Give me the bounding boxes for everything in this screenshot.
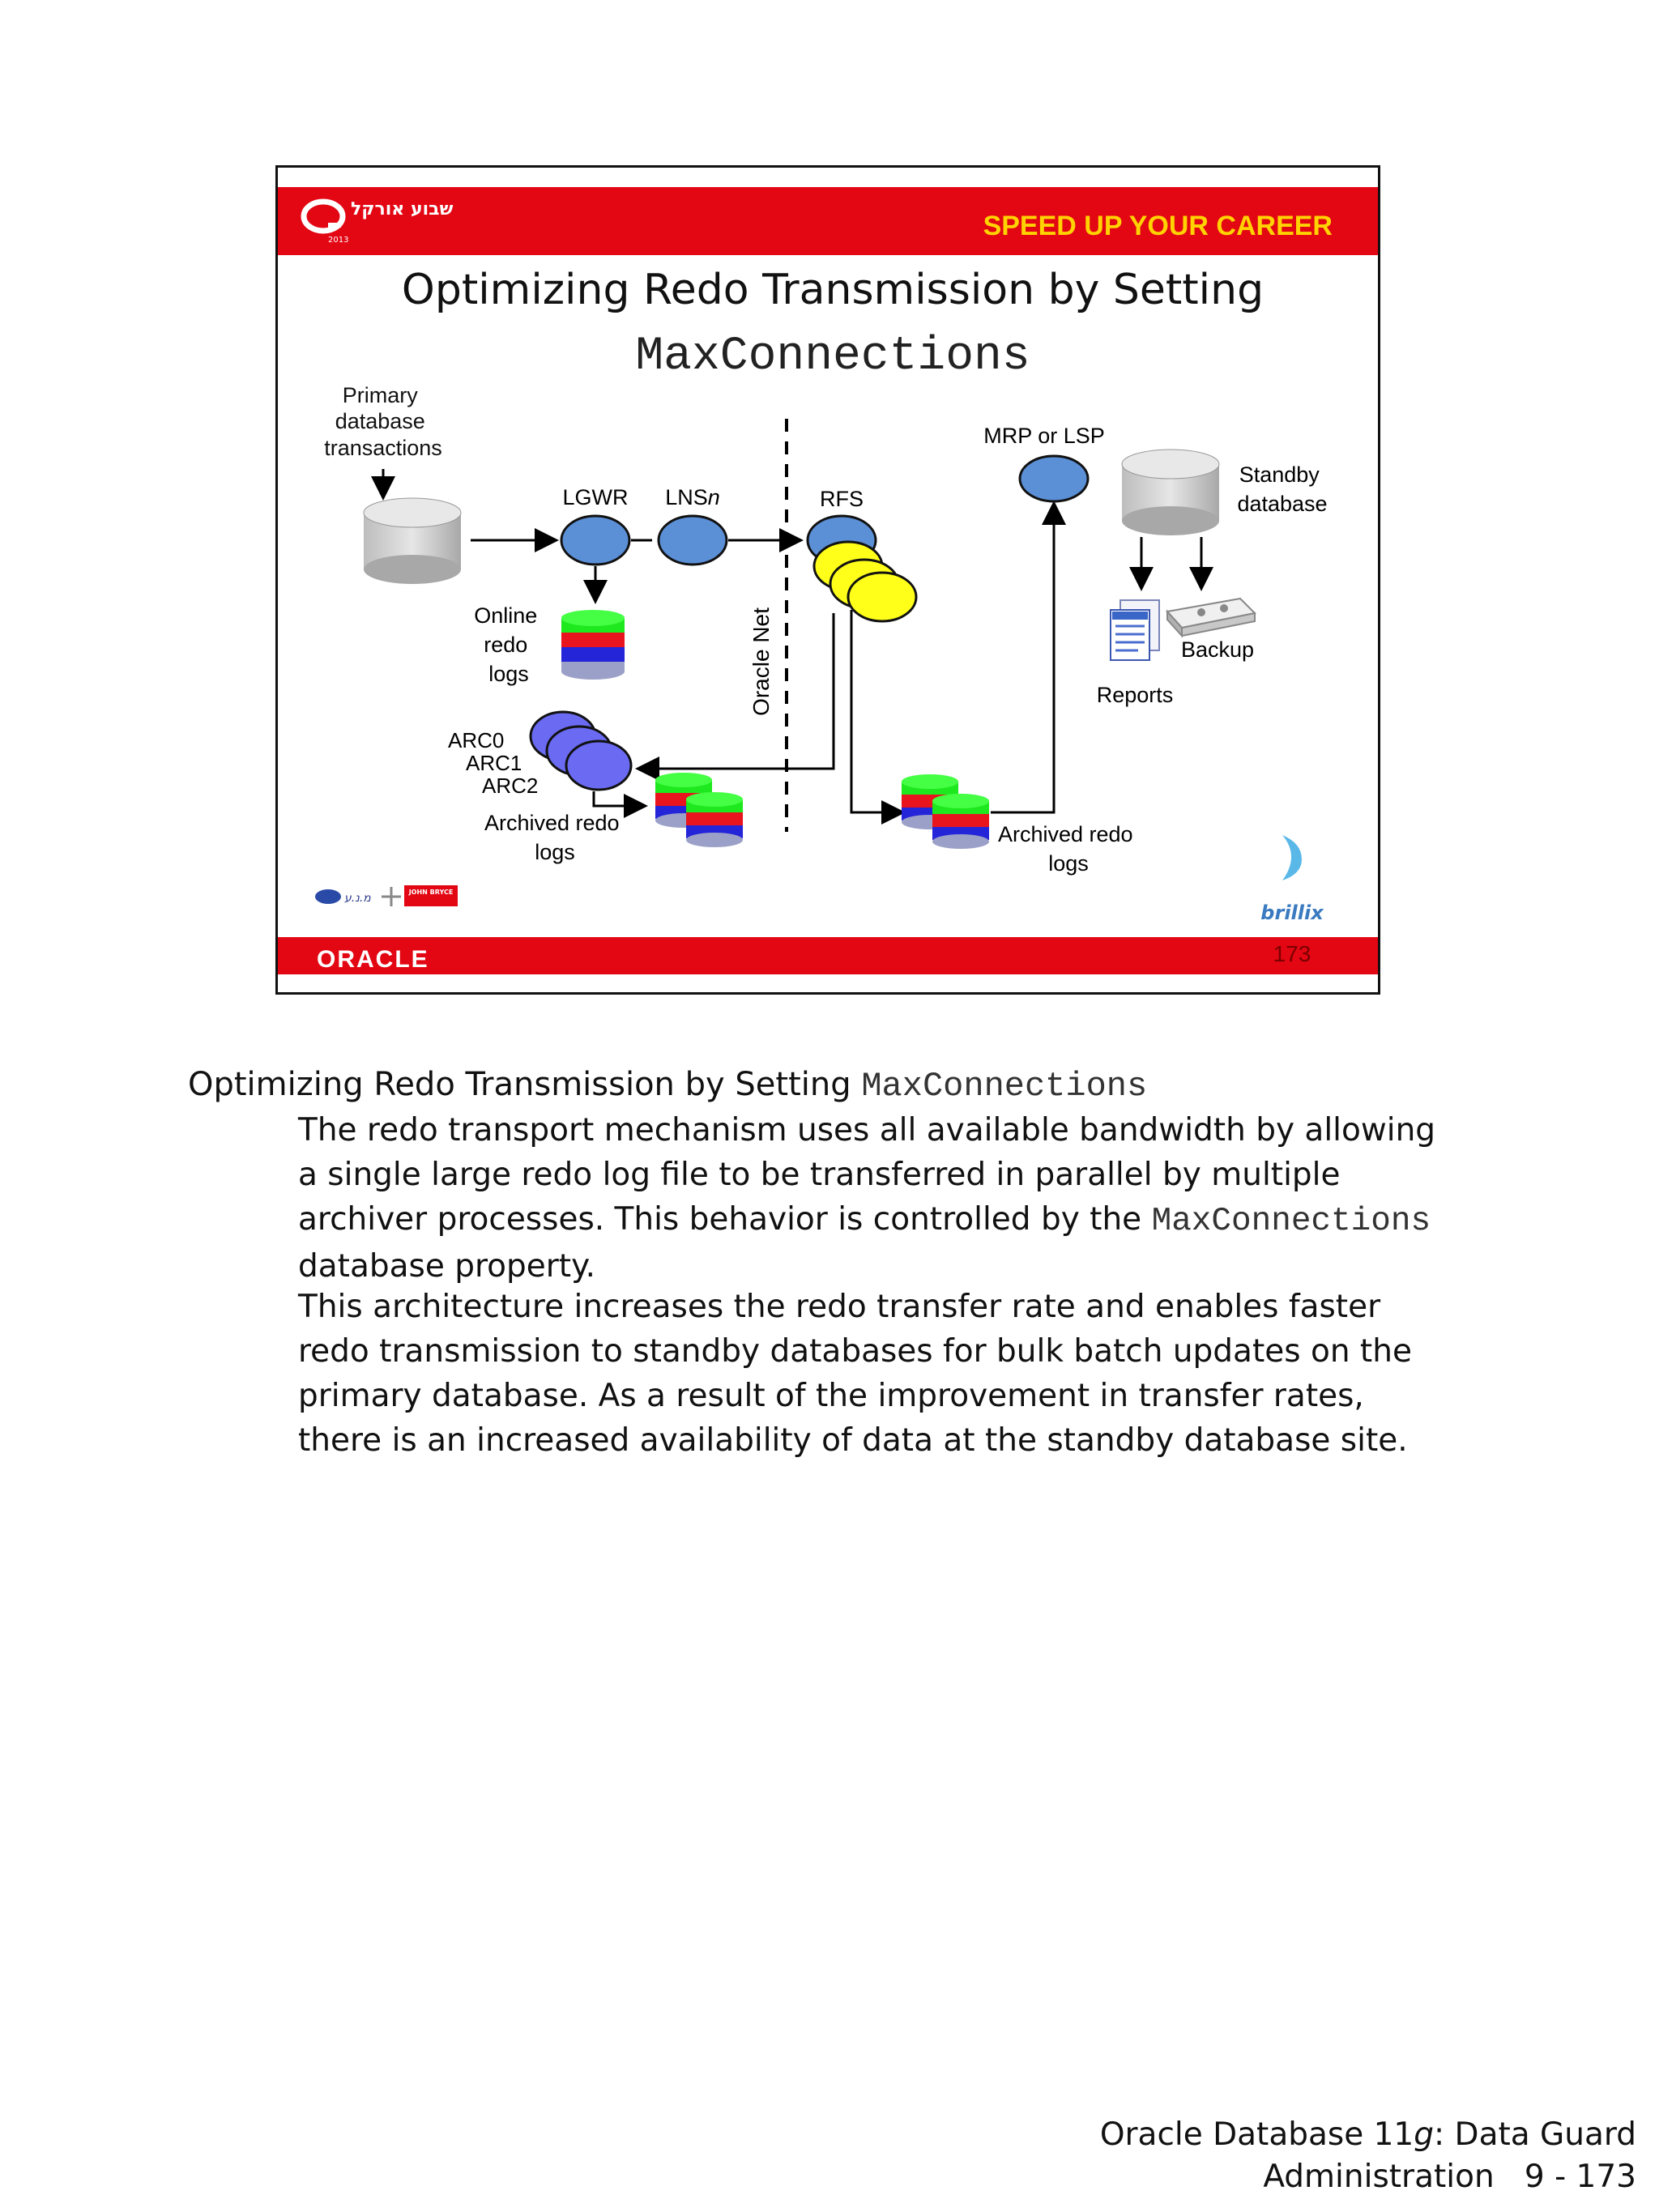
slide-title-line1: Optimizing Redo Transmission by Setting <box>402 266 1264 314</box>
arc2-process <box>565 739 633 791</box>
banner-tagline: SPEED UP YOUR CAREER <box>983 211 1333 241</box>
primary-label: Primary database transactions <box>324 383 442 460</box>
rfs-label: RFS <box>820 487 864 511</box>
oracle-net-label: Oracle Net <box>748 607 774 716</box>
lgwr-process <box>560 514 631 566</box>
sponsor-logos: מ.נ.ע JOHN BRYCE <box>315 885 458 906</box>
backup-icon <box>1166 597 1257 638</box>
notes-paragraph-2: This architecture increases the redo tra… <box>298 1289 1412 1459</box>
notes-paragraph-1: The redo transport mechanism uses all av… <box>298 1108 1448 1289</box>
page-footer: Oracle Database 11g: Data Guard Administ… <box>1100 2114 1636 2198</box>
online-redo-label: Online redo logs <box>474 603 544 686</box>
svg-text:brillix: brillix <box>1260 901 1324 924</box>
mrp-label: MRP or LSP <box>983 424 1105 448</box>
logo-hebrew: שבוע אורקל <box>351 199 454 219</box>
reports-icon <box>1110 599 1160 661</box>
online-redo-logs-icon <box>561 610 625 680</box>
archived-redo-left-icon <box>655 773 743 847</box>
slide-image: שבוע אורקל 2013 SPEED UP YOUR CAREER Opt… <box>275 165 1380 995</box>
reports-label: Reports <box>1097 683 1174 707</box>
slide-page-number: 173 <box>1273 941 1311 966</box>
standby-label: Standby database <box>1237 462 1327 516</box>
notes-heading-text: Optimizing Redo Transmission by Setting <box>188 1066 851 1103</box>
top-banner <box>278 187 1378 255</box>
primary-database-icon <box>363 497 462 584</box>
notes-heading: Optimizing Redo Transmission by Setting … <box>188 1063 1147 1108</box>
bottom-banner <box>278 937 1378 974</box>
archived-right-label: Archived redo logs <box>998 822 1139 876</box>
mrp-process <box>1018 454 1090 503</box>
para1-text-a: The redo transport mechanism uses all av… <box>298 1112 1436 1238</box>
svg-text:מ.נ.ע: מ.נ.ע <box>344 892 371 905</box>
sponsor-text: JOHN BRYCE <box>408 889 454 896</box>
oracle-week-logo: שבוע אורקל 2013 <box>301 198 454 245</box>
brillix-logo: brillix <box>1260 835 1324 924</box>
notes-heading-code: MaxConnections <box>861 1067 1148 1106</box>
lgwr-label: LGWR <box>563 485 629 509</box>
lnsn-label: LNSn <box>665 485 720 509</box>
logo-year: 2013 <box>328 236 348 245</box>
footer-line2: Administration 9 - 173 <box>1263 2159 1636 2195</box>
oracle-logo: ORACLE <box>317 946 429 973</box>
standby-database-icon <box>1121 449 1220 535</box>
archived-left-label: Archived redo logs <box>484 811 625 864</box>
footer-line1: Oracle Database 11g: Data Guard <box>1099 2116 1636 2153</box>
lnsn-process <box>657 514 728 566</box>
arc-labels: ARC0 ARC1 ARC2 <box>448 728 538 798</box>
para1-text-b: database property. <box>298 1248 595 1285</box>
archived-redo-right-icon <box>902 774 989 849</box>
para1-code: MaxConnections <box>1151 1203 1431 1240</box>
slide-title-line2: MaxConnections <box>635 330 1030 383</box>
slide-canvas: שבוע אורקל 2013 SPEED UP YOUR CAREER Opt… <box>278 187 1378 974</box>
backup-label: Backup <box>1181 637 1254 662</box>
rfs-instance-3 <box>847 571 918 623</box>
